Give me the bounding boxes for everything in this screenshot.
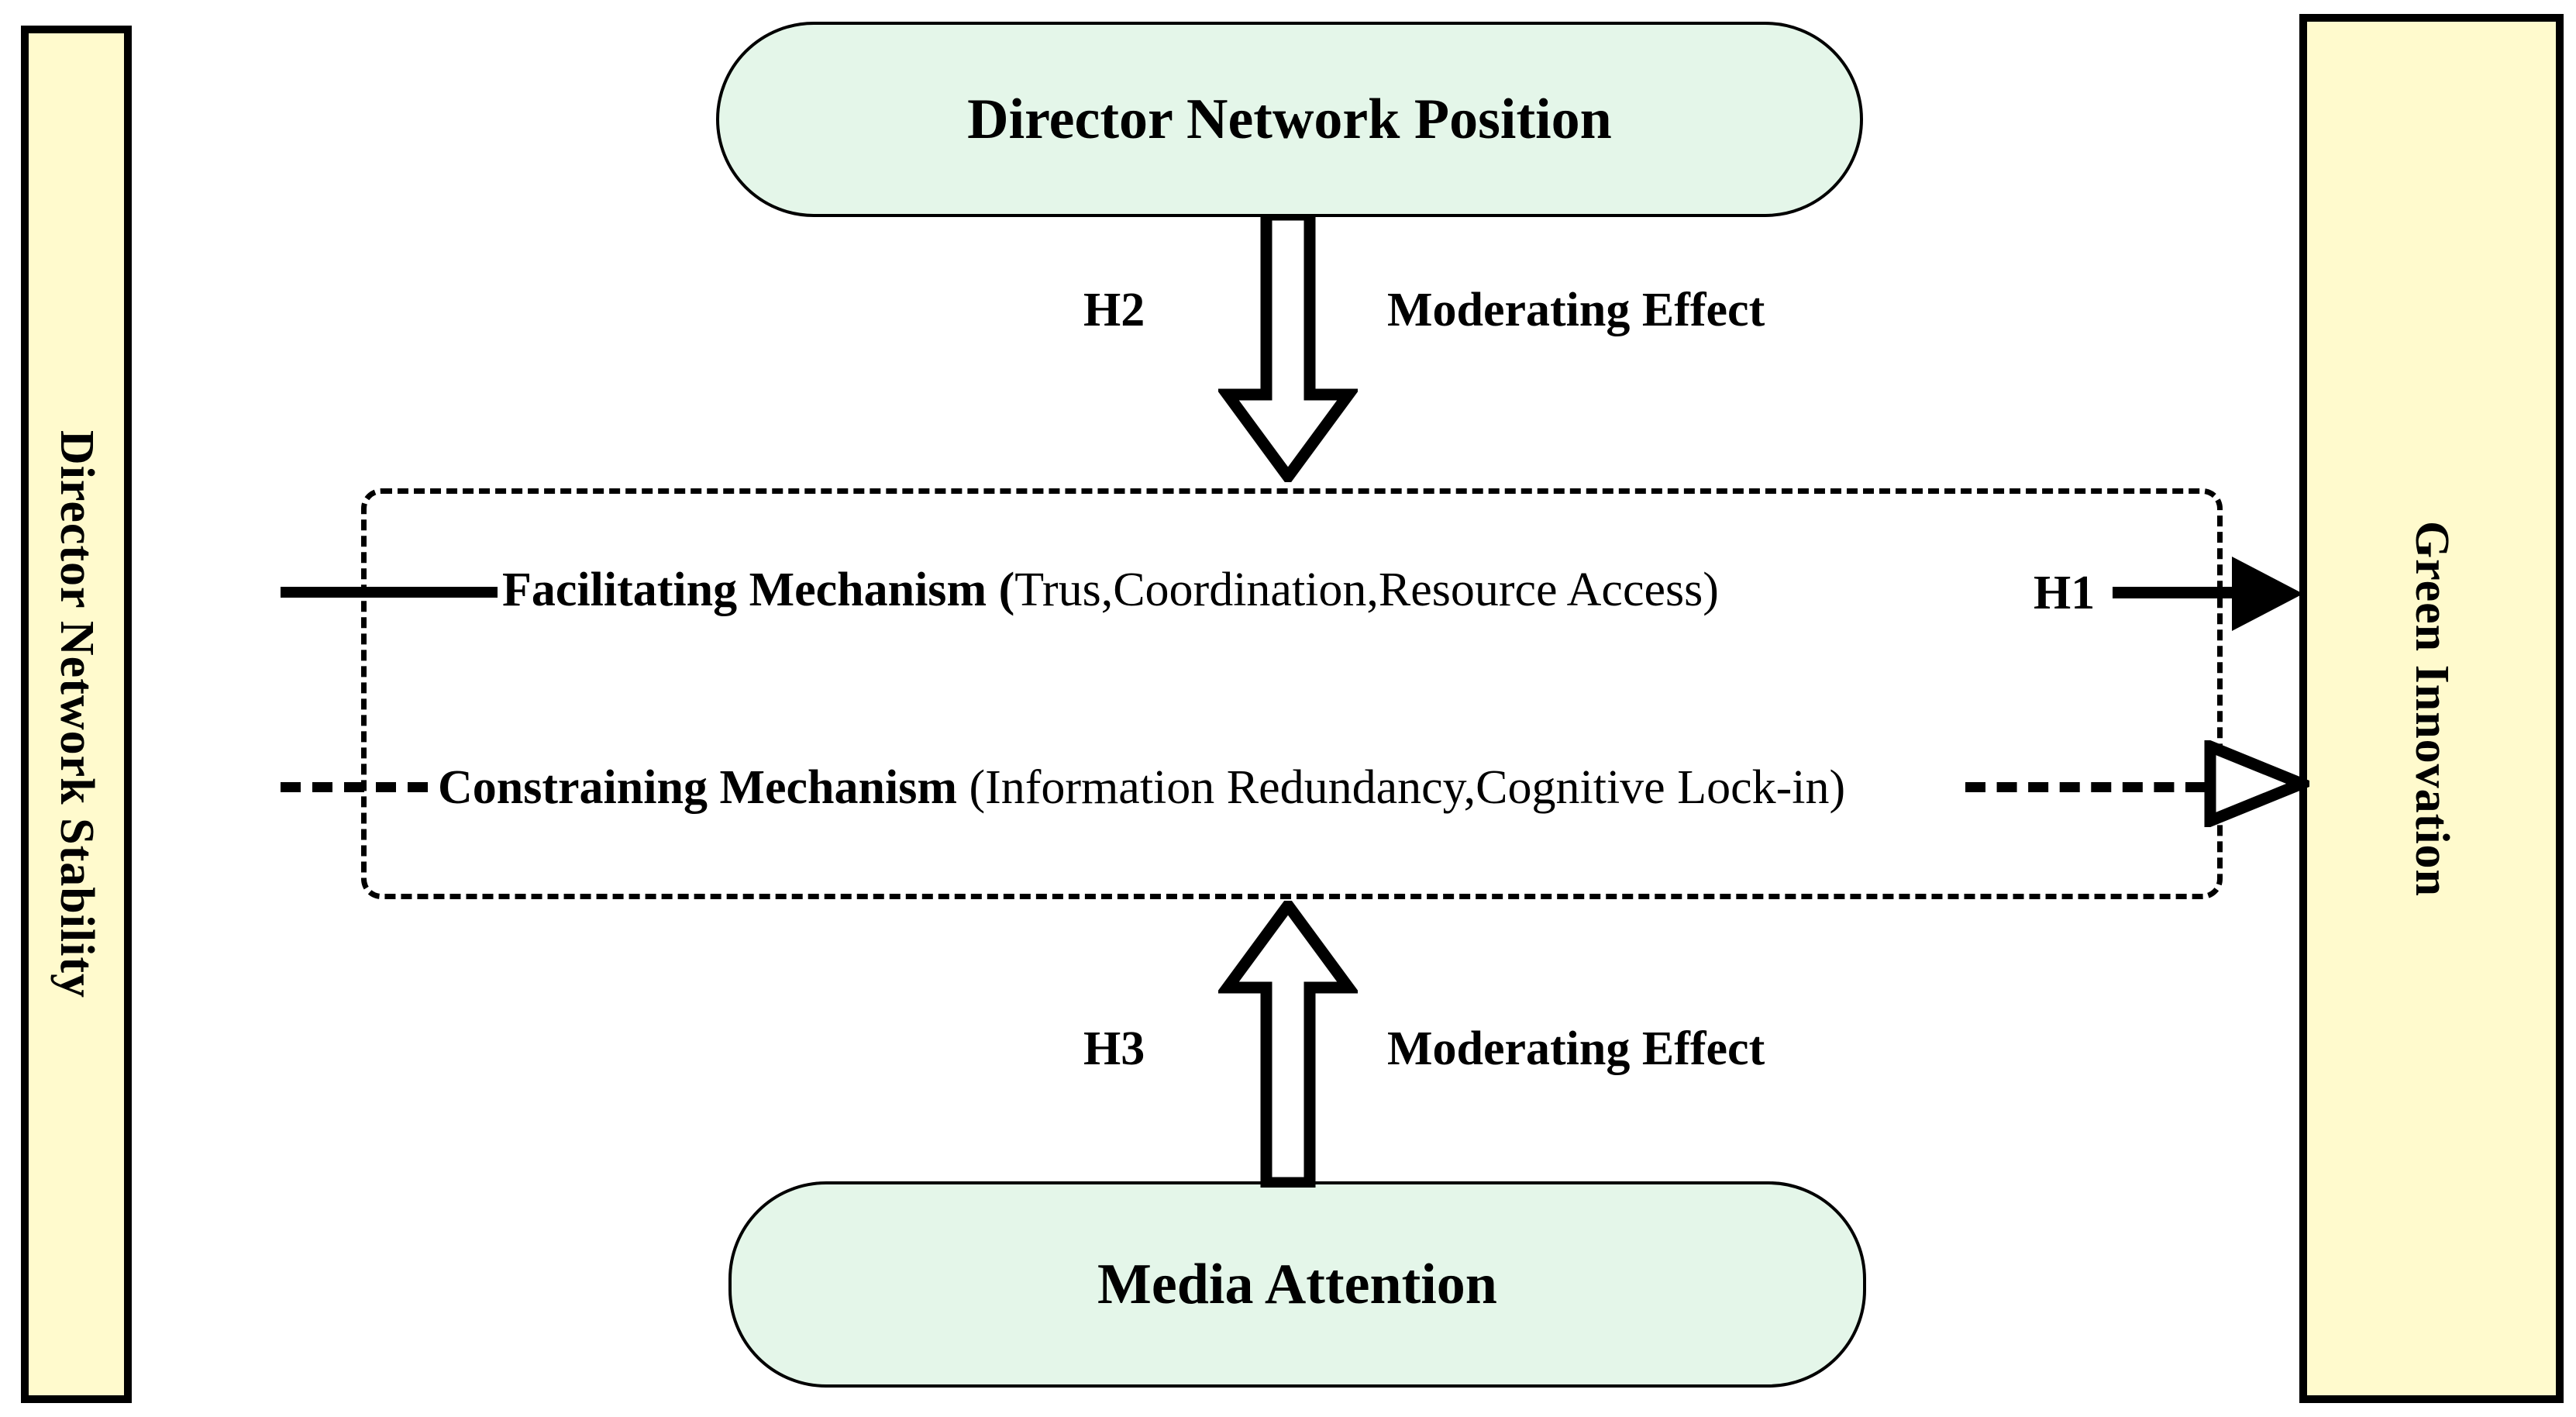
arrow-constraining-shaft [1965,782,2206,792]
hypothesis-label-h3: H3 [1083,1022,1145,1075]
mechanism-facilitating: Facilitating Mechanism (Trus,Coordinatio… [502,566,1719,614]
constraining-mechanism-detail: (Information Redundancy,Cognitive Lock-i… [956,761,1846,814]
facilitating-mechanism-detail: Trus,Coordination,Resource Access) [1014,564,1719,616]
hypothesis-label-h2: H2 [1083,284,1145,336]
node-media-attention[interactable]: Media Attention [728,1181,1866,1388]
connector-stability-to-facilitating [281,587,498,598]
green-innovation-label: Green Innovation [2406,520,2458,897]
arrow-h1-shaft [2113,587,2252,598]
hypothesis-label-h1: H1 [2034,567,2096,619]
facilitating-mechanism-name: Facilitating Mechanism ( [502,564,1015,616]
director-network-position-label: Director Network Position [967,87,1612,151]
mechanism-constraining: Constraining Mechanism (Information Redu… [438,764,1845,812]
moderating-effect-label-bottom: Moderating Effect [1387,1022,1765,1075]
connector-stability-to-constraining [281,782,428,792]
moderating-effect-label-top: Moderating Effect [1387,284,1765,336]
director-network-stability-label: Director Network Stability [50,429,104,999]
constraining-mechanism-name: Constraining Mechanism [438,761,957,814]
arrow-constraining-head-icon [2201,737,2317,831]
media-attention-label: Media Attention [1097,1252,1497,1316]
node-director-network-position[interactable]: Director Network Position [716,22,1863,217]
node-green-innovation[interactable]: Green Innovation [2299,14,2564,1403]
arrow-h3-moderation-icon [1216,895,1360,1191]
arrow-h1-head-icon [2232,557,2303,631]
node-director-network-stability[interactable]: Director Network Stability [21,26,132,1403]
arrow-h2-moderation-icon [1216,209,1360,487]
mechanism-container [361,488,2223,899]
